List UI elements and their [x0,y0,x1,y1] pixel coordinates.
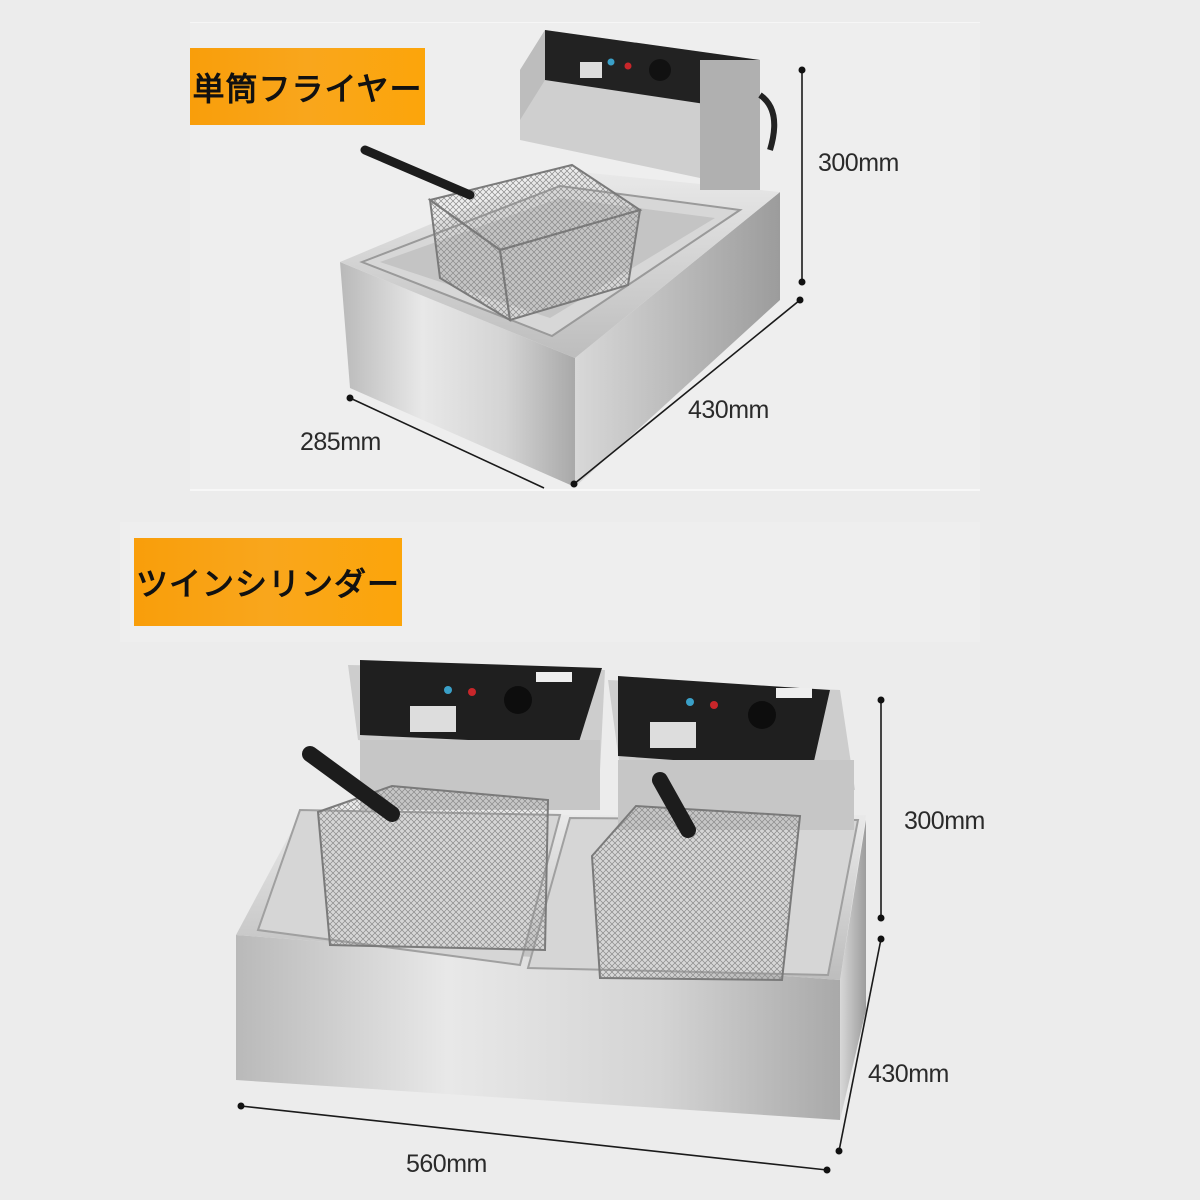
twin-cylinder-label: ツインシリンダー [134,538,402,626]
single-depth-dimension: 430mm [688,396,769,424]
twin-fryer-image [236,660,885,1174]
twin-width-dimension: 560mm [406,1150,487,1178]
twin-depth-dimension: 430mm [868,1060,949,1088]
single-fryer-image [340,30,806,489]
single-fryer-label: 単筒フライヤー [190,48,425,125]
single-width-dimension: 285mm [300,428,381,456]
single-height-dimension: 300mm [818,149,899,177]
twin-height-dimension: 300mm [904,807,985,835]
